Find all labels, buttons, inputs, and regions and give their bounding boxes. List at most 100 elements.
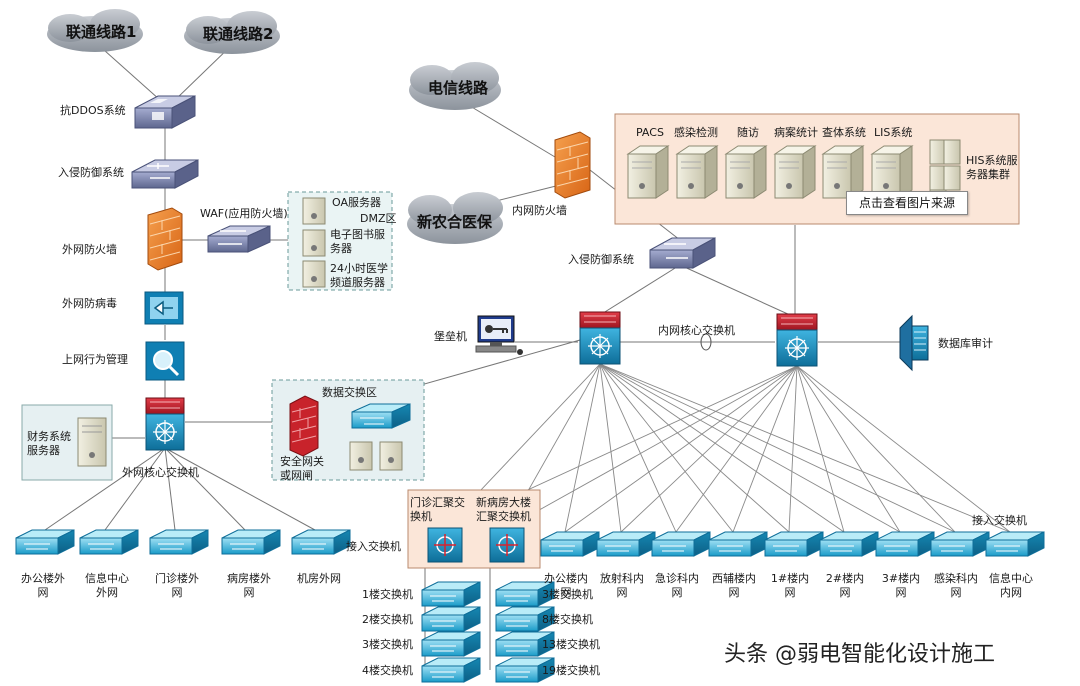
label-inner-access-5: 1#楼内网	[770, 572, 810, 599]
server-6-icon	[870, 145, 914, 199]
inner-core-switch-1-icon	[579, 311, 621, 365]
outer-access-switch-1	[15, 529, 75, 555]
outpatient-aggregation-switch-icon	[427, 527, 463, 563]
outpatient-floor-switch-2	[421, 606, 481, 632]
label-server-2: 感染检测	[674, 126, 718, 139]
outpatient-floor-switch-4	[421, 657, 481, 683]
cloud-label-unicom-1: 联通线路1	[66, 23, 137, 41]
label-anti-ddos: 抗DDOS系统	[60, 104, 126, 117]
label-server-1: PACS	[636, 126, 664, 139]
inner-access-switch-6	[819, 531, 879, 557]
label-data-exchange: 数据交换区	[322, 386, 377, 399]
watermark: 头条 @弱电智能化设计施工	[724, 642, 995, 667]
firewall-outer-icon	[147, 207, 183, 271]
anti-ddos-icon	[134, 95, 196, 129]
label-inner-access-2: 放射科内网	[600, 572, 644, 599]
label-waf: WAF(应用防火墙)	[200, 207, 288, 220]
ips-icon-inner	[649, 237, 716, 269]
label-outer-access-1: 办公楼外网	[21, 572, 65, 599]
ward-floor-switch-2	[495, 606, 555, 632]
cloud-unicom-1	[47, 9, 143, 52]
label-oa-server: OA服务器	[332, 196, 381, 209]
label-inner-access-7: 3#楼内网	[881, 572, 921, 599]
cloud-ncms	[407, 192, 503, 244]
label-medical-channel: 24小时医学频道服务器	[330, 262, 388, 289]
label-server-4: 病案统计	[774, 126, 818, 139]
server-5-icon	[821, 145, 865, 199]
outer-access-switches	[15, 529, 351, 555]
label-firewall-inner: 内网防火墙	[512, 204, 567, 217]
label-outpatient-floor-4: 4楼交换机	[362, 664, 413, 677]
outer-access-switch-4	[221, 529, 281, 555]
exchange-switch-icon	[351, 403, 411, 429]
label-outpatient-floor-2: 2楼交换机	[362, 613, 413, 626]
ward-aggregation-switch-icon	[489, 527, 525, 563]
label-outer-access-5: 机房外网	[297, 572, 341, 585]
label-outpatient-agg: 门诊汇聚交换机	[410, 496, 465, 523]
firewall-inner-icon	[554, 131, 591, 199]
inner-access-switch-5	[764, 531, 824, 557]
top-servers	[626, 139, 961, 215]
ward-floor-switch-1	[495, 581, 555, 607]
label-library-server: 电子图书服务器	[330, 228, 385, 255]
outer-access-switch-5	[291, 529, 351, 555]
label-inner-access-1: 办公楼内网	[544, 572, 588, 599]
label-outpatient-floor-1: 1楼交换机	[362, 588, 413, 601]
label-server-3: 随访	[737, 126, 759, 139]
label-inner-access-9: 信息中心内网	[989, 572, 1033, 599]
outer-access-switch-3	[149, 529, 209, 555]
server-3-icon	[724, 145, 768, 199]
inner-access-switch-8	[930, 531, 990, 557]
finance-server-icon	[77, 417, 107, 467]
label-outer-access-3: 门诊楼外网	[155, 572, 199, 599]
label-server-6: LIS系统	[874, 126, 913, 139]
server-1-icon	[626, 145, 670, 199]
label-his-cluster: HIS系统服务器集群	[966, 154, 1018, 181]
inner-core-switch-2-icon	[776, 313, 818, 367]
dmz-servers	[302, 197, 326, 288]
outer-access-switch-2	[79, 529, 139, 555]
label-ward-agg: 新病房大楼汇聚交换机	[476, 496, 531, 523]
bastion-host-icon	[475, 315, 523, 355]
server-4-icon	[773, 145, 817, 199]
inner-access-switch-9	[985, 531, 1045, 557]
label-ward-floor-2: 8楼交换机	[542, 613, 593, 626]
label-behavior: 上网行为管理	[62, 353, 128, 366]
label-security-gateway: 安全网关或网闸	[280, 455, 324, 482]
label-db-audit: 数据库审计	[938, 337, 993, 350]
server-2-icon	[675, 145, 719, 199]
inner-access-switch-7	[875, 531, 935, 557]
label-inner-access: 接入交换机	[972, 514, 1027, 527]
link-aggregation-mark	[700, 333, 712, 351]
ward-floor-switch-3	[495, 631, 555, 657]
label-outer-access-4: 病房楼外网	[227, 572, 271, 599]
exchange-servers	[349, 441, 403, 471]
label-ward-floor-4: 19楼交换机	[542, 664, 600, 677]
label-inner-access-4: 西辅楼内网	[712, 572, 756, 599]
label-ips-outer: 入侵防御系统	[58, 166, 124, 179]
image-source-tooltip[interactable]: 点击查看图片来源	[846, 191, 968, 215]
label-ward-floor-1: 3楼交换机	[542, 588, 593, 601]
inner-access-switch-2	[596, 531, 656, 557]
label-ips-inner: 入侵防御系统	[568, 253, 634, 266]
security-gateway-icon	[289, 395, 319, 457]
inner-access-switches	[540, 531, 1045, 557]
outpatient-floor-switch-1	[421, 581, 481, 607]
inner-access-switch-3	[651, 531, 711, 557]
label-bastion: 堡垒机	[434, 330, 467, 343]
label-finance: 财务系统服务器	[27, 430, 71, 457]
outpatient-floor-switch-3	[421, 631, 481, 657]
label-inner-access-6: 2#楼内网	[825, 572, 865, 599]
outer-core-switch-icon	[145, 397, 185, 451]
label-inner-access-3: 急诊科内网	[655, 572, 699, 599]
ips-icon-outer	[131, 159, 199, 189]
label-outer-access: 接入交换机	[346, 540, 401, 553]
cloud-unicom-2	[184, 11, 280, 54]
inner-access-switch-4	[708, 531, 768, 557]
database-audit-icon	[899, 314, 929, 372]
cloud-label-ncms: 新农合医保	[417, 213, 493, 231]
ward-floor-switch-4	[495, 657, 555, 683]
floor-switches	[421, 581, 555, 683]
cloud-label-unicom-2: 联通线路2	[203, 25, 274, 43]
